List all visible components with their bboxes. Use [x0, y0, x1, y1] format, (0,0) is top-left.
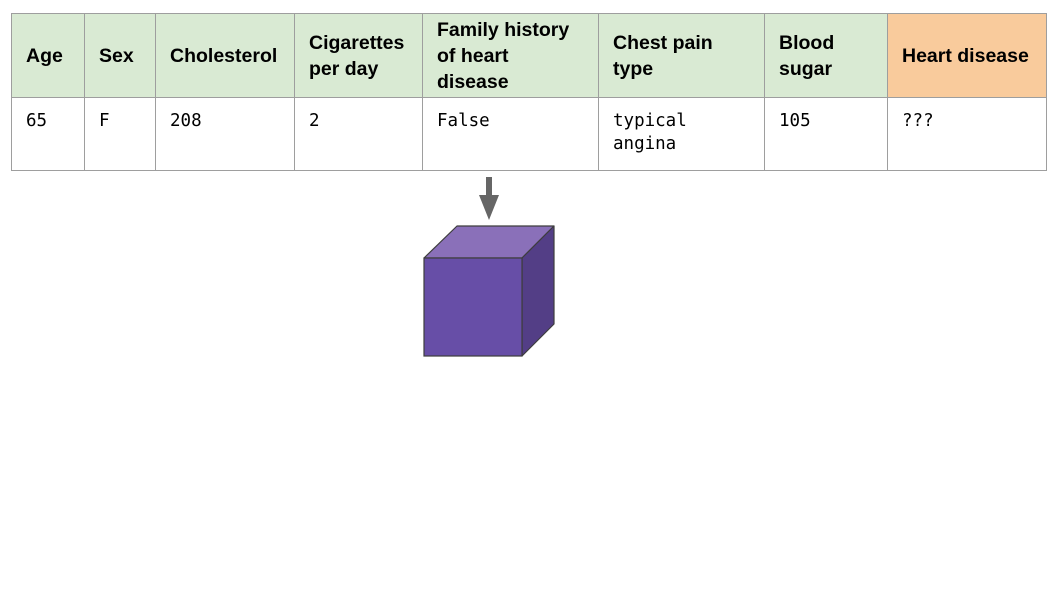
- header-chest-pain-type: Chest pain type: [598, 13, 765, 98]
- table-row: 65 F 208 2 False typical angina 105 ???: [11, 97, 1047, 171]
- cell-cholesterol: 208: [155, 97, 295, 171]
- down-arrow-icon: [479, 177, 499, 220]
- cell-cigarettes-per-day: 2: [294, 97, 423, 171]
- header-row: Age Sex Cholesterol Cigarettes per day F…: [11, 13, 1047, 98]
- header-cigarettes-per-day: Cigarettes per day: [294, 13, 423, 98]
- header-heart-disease: Heart disease: [887, 13, 1047, 98]
- header-family-history: Family history of heart disease: [422, 13, 599, 98]
- header-cholesterol: Cholesterol: [155, 13, 295, 98]
- cell-heart-disease: ???: [887, 97, 1047, 171]
- cell-sex: F: [84, 97, 156, 171]
- header-age: Age: [11, 13, 85, 98]
- header-blood-sugar: Blood sugar: [764, 13, 888, 98]
- cell-blood-sugar: 105: [764, 97, 888, 171]
- cell-age: 65: [11, 97, 85, 171]
- cube-icon: [423, 225, 555, 357]
- header-sex: Sex: [84, 13, 156, 98]
- feature-table: Age Sex Cholesterol Cigarettes per day F…: [11, 13, 1047, 171]
- cell-family-history: False: [422, 97, 599, 171]
- cell-chest-pain-type: typical angina: [598, 97, 765, 171]
